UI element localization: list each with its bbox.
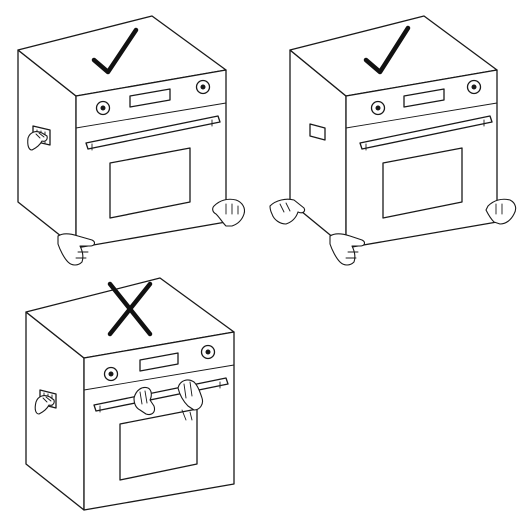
figure-correct-bottom-lift: [269, 15, 517, 266]
display: [129, 88, 171, 108]
oven-body: [289, 15, 498, 249]
oven-window: [382, 147, 463, 219]
hand-icon: [269, 198, 306, 225]
oven-window: [109, 147, 191, 219]
check-icon: [91, 27, 139, 75]
display: [139, 352, 179, 372]
oven-body: [25, 277, 235, 511]
hand-icon: [27, 131, 48, 151]
door-handle: [359, 115, 493, 150]
hand-icon: [212, 198, 246, 227]
side-grip-recess: [309, 123, 326, 141]
cross-icon: [107, 281, 153, 337]
figure-wrong-handle-lift: [25, 277, 235, 511]
figure-correct-side-lift: [17, 15, 246, 266]
door-handle: [85, 115, 221, 150]
oven-body: [17, 15, 227, 249]
oven-window: [119, 408, 198, 481]
check-icon: [363, 25, 411, 75]
display: [403, 88, 445, 108]
hand-icon: [485, 198, 517, 225]
hand-icon: [133, 386, 156, 416]
